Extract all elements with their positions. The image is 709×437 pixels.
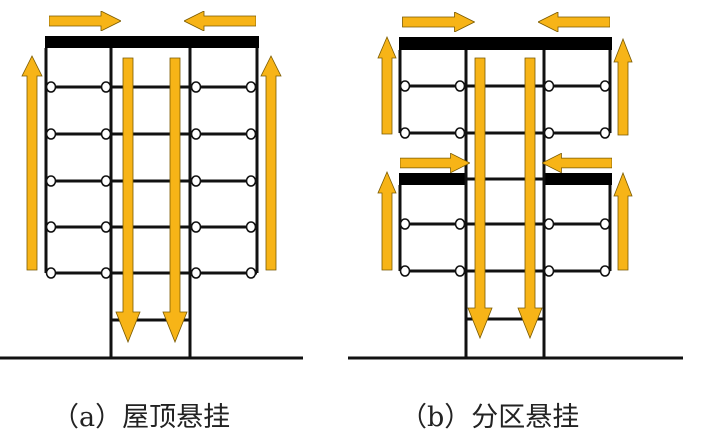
hinge-node [100, 81, 112, 93]
hinge-node [599, 80, 611, 92]
arrow-down-icon [467, 57, 493, 340]
hinge-node [399, 218, 411, 230]
hinge-node [599, 265, 611, 277]
hinge-node [454, 80, 466, 92]
arrow-up-icon [613, 171, 633, 271]
hinge-nodes [399, 80, 611, 277]
frame-lines [44, 48, 259, 358]
arrow-right-icon [49, 11, 121, 31]
hinge-node [45, 221, 57, 233]
hinge-node [45, 175, 57, 187]
roof-truss [399, 37, 612, 50]
hinge-node [45, 128, 57, 140]
arrow-left-icon [538, 12, 610, 32]
frame-lines [398, 50, 612, 358]
arrow-right-icon [402, 12, 475, 32]
hinge-node [190, 267, 202, 279]
hinge-node [454, 127, 466, 139]
hinge-node [100, 221, 112, 233]
hinge-node [245, 128, 257, 140]
hinge-node [245, 175, 257, 187]
hinge-node [245, 221, 257, 233]
diagram-roof-suspension [0, 11, 303, 360]
caption-roof-suspension: （a）屋顶悬挂 [52, 402, 231, 433]
hinge-node [399, 80, 411, 92]
hinge-node [543, 80, 555, 92]
arrow-up-icon [613, 37, 633, 136]
mid-truss-left [399, 173, 466, 185]
hinge-node [599, 218, 611, 230]
arrow-left-icon [184, 11, 256, 31]
roof-truss [45, 36, 259, 48]
arrow-up-icon [260, 55, 282, 271]
hinge-node [245, 81, 257, 93]
hinge-node [190, 81, 202, 93]
caption-zoned-suspension: （b）分区悬挂 [400, 402, 580, 433]
arrow-up-icon [377, 35, 397, 135]
hinge-node [543, 218, 555, 230]
arrow-left-icon [542, 153, 612, 173]
arrow-up-icon [21, 55, 43, 271]
hinge-node [399, 127, 411, 139]
hinge-node [100, 175, 112, 187]
hinge-node [190, 221, 202, 233]
hinge-node [543, 127, 555, 139]
hinge-node [599, 127, 611, 139]
hinge-node [245, 267, 257, 279]
arrow-up-icon [377, 170, 397, 271]
force-arrows [21, 11, 282, 344]
hinge-node [190, 128, 202, 140]
hinge-node [190, 175, 202, 187]
hinge-node [45, 267, 57, 279]
mid-truss-right [544, 173, 612, 185]
hinge-node [45, 81, 57, 93]
arrow-down-icon [162, 57, 188, 344]
hinge-node [454, 265, 466, 277]
diagram-zoned-suspension [348, 12, 683, 360]
hinge-node [399, 265, 411, 277]
hinge-node [100, 267, 112, 279]
hinge-node [454, 218, 466, 230]
arrow-down-icon [517, 57, 543, 340]
hinge-node [100, 128, 112, 140]
force-arrows [377, 12, 633, 340]
arrow-down-icon [115, 57, 141, 344]
hinge-nodes [45, 81, 257, 279]
arrow-right-icon [400, 153, 470, 173]
hinge-node [543, 265, 555, 277]
